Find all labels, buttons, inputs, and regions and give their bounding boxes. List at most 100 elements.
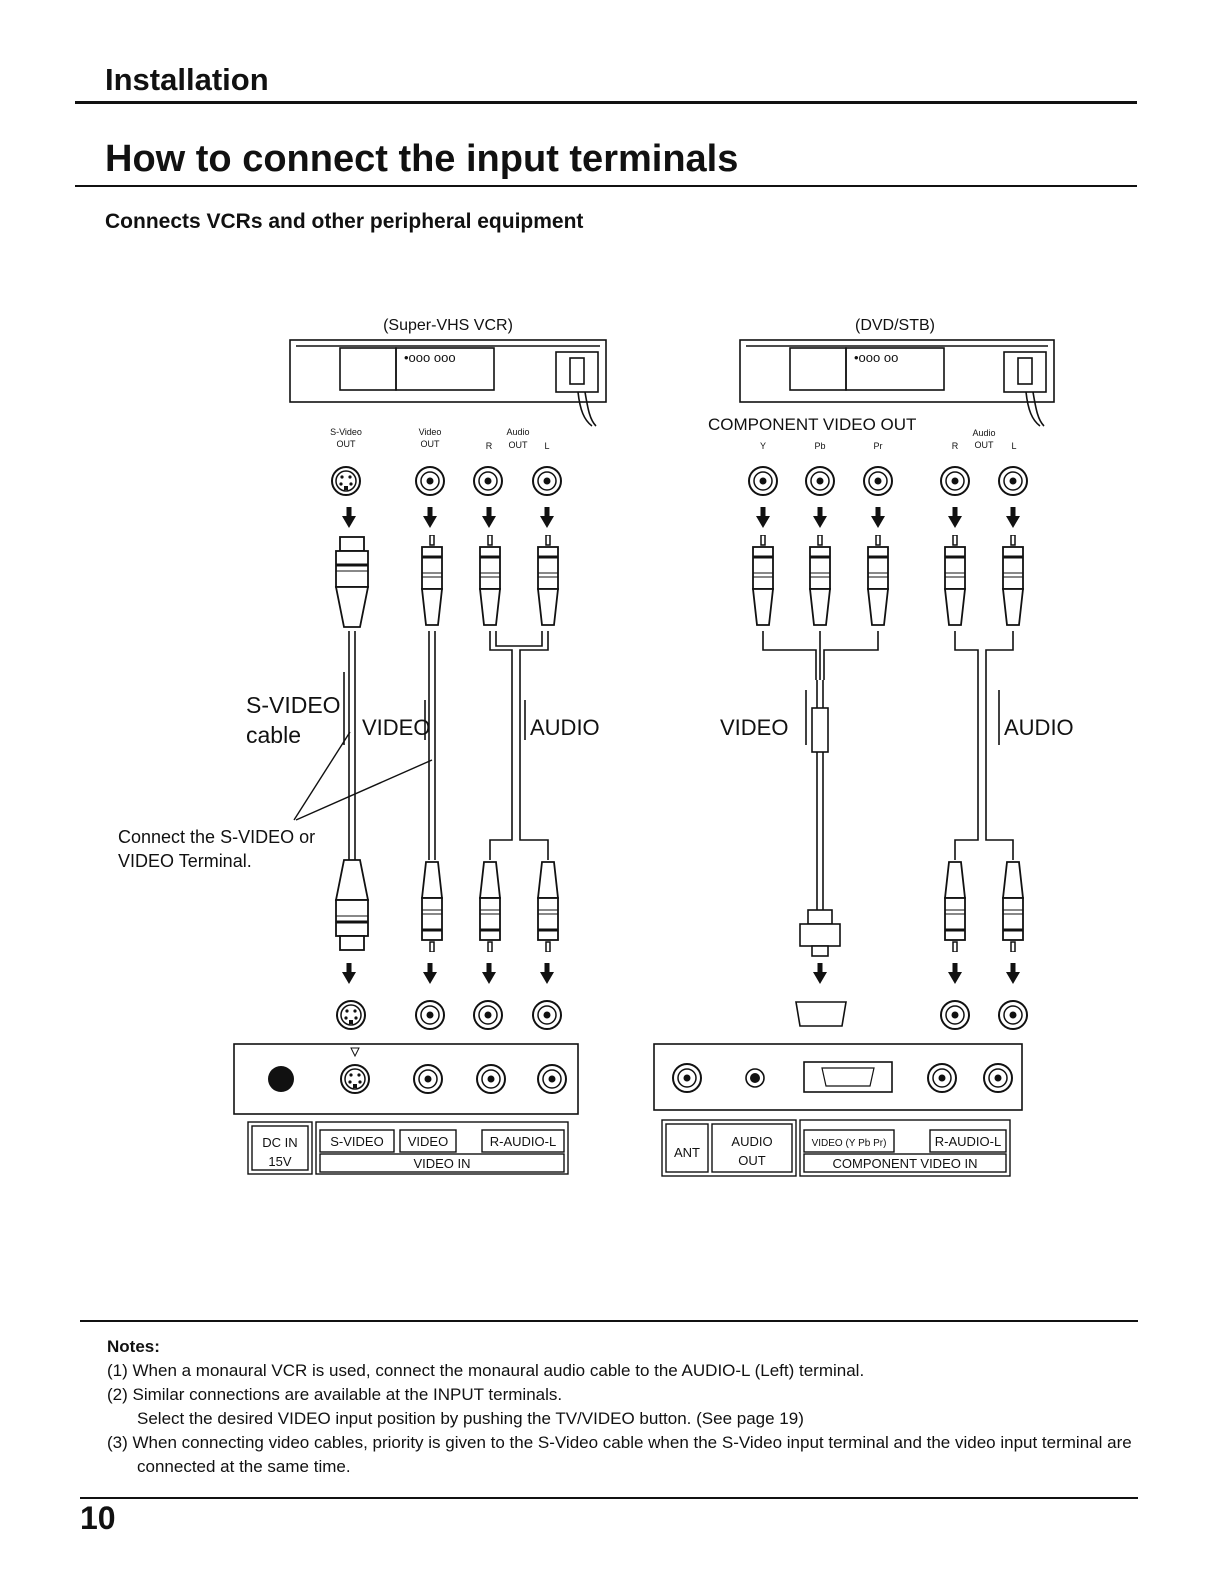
svg-text:L: L: [1011, 441, 1016, 451]
audio-out-label: AUDIO: [731, 1134, 772, 1149]
video-in-jack: [415, 1000, 445, 1030]
notes: Notes: (1) When a monaural VCR is used, …: [107, 1335, 1137, 1479]
audio-r-in-jack: [473, 1000, 503, 1030]
dvd-out-labels: Y Pb Pr Audio R OUT L: [760, 428, 1017, 451]
arrow-icons-right-top: [756, 507, 1020, 528]
left-cables: [348, 631, 549, 860]
svideo-in-jack: [336, 1000, 366, 1030]
dvd-label: (DVD/STB): [855, 317, 935, 334]
left-panel-labels: [247, 1121, 569, 1175]
y-plug: [751, 535, 775, 627]
dvd-audio-l-out-jack: [998, 466, 1028, 496]
svideo-in-label: S-VIDEO: [330, 1134, 383, 1149]
video-in-label: VIDEO: [408, 1134, 448, 1149]
audio-l-out-jack: [532, 466, 562, 496]
audio-r-plug-bottom: [478, 860, 502, 952]
audio-r-out-jack: [473, 466, 503, 496]
arrow-icons-left-top: [342, 507, 554, 528]
video-in-group-label: VIDEO IN: [413, 1156, 470, 1171]
svg-text:Audio: Audio: [972, 428, 995, 438]
ant-label: ANT: [674, 1145, 700, 1160]
audio-l-in-jack: [532, 1000, 562, 1030]
svideo-plug-bottom: [334, 858, 370, 952]
callout-lines: [293, 731, 433, 821]
audio-l-plug-top: [536, 535, 560, 627]
video-plug-bottom: [420, 860, 444, 952]
dvd-audio-r-plug-bottom: [943, 860, 967, 952]
component-in-jack: [795, 1001, 847, 1027]
title-rule: [75, 185, 1137, 187]
right-cables: [762, 631, 1014, 910]
svg-text:L: L: [544, 441, 549, 451]
svideo-cable-label: S-VIDEO: [246, 692, 341, 718]
dvd-audio-r-plug-top: [943, 535, 967, 627]
footer-rule: [80, 1497, 1138, 1499]
pb-plug: [808, 535, 832, 627]
callout-text-1: Connect the S-VIDEO or: [118, 827, 315, 847]
left-audio-label: AUDIO: [530, 715, 600, 740]
dvd-audio-l-plug-bottom: [1001, 860, 1025, 952]
right-video-label: VIDEO: [720, 715, 788, 740]
page-number: 10: [80, 1500, 116, 1536]
note-2-continued: Select the desired VIDEO input position …: [137, 1409, 804, 1428]
left-tv-panel: [233, 1043, 579, 1115]
vcr-out-labels: S-Video OUT Video OUT Audio R OUT L: [330, 427, 549, 451]
dc-voltage-label: 15V: [268, 1154, 291, 1169]
pr-out-jack: [863, 466, 893, 496]
svg-text:Y: Y: [760, 441, 766, 451]
note-2: (2) Similar connections are available at…: [107, 1385, 563, 1404]
svg-text:S-Video: S-Video: [330, 427, 362, 437]
dvd-audio-r-in-jack: [940, 1000, 970, 1030]
svg-text:OUT: OUT: [337, 439, 357, 449]
dvd-audio-r-out-jack: [940, 466, 970, 496]
section-heading: Installation: [105, 62, 269, 97]
svideo-cable-label-2: cable: [246, 722, 301, 748]
arrow-icons-left-bottom: [342, 963, 554, 984]
audio-l-plug-bottom: [536, 860, 560, 952]
svg-text:Audio: Audio: [506, 427, 529, 437]
vcr-device: [289, 339, 607, 427]
pr-plug: [866, 535, 890, 627]
right-panel-labels: [661, 1119, 1011, 1177]
arrow-icons-right-bottom: [813, 963, 1020, 984]
svg-text:OUT: OUT: [975, 440, 995, 450]
vcr-label: (Super-VHS VCR): [383, 317, 513, 334]
video-plug-top: [420, 535, 444, 627]
section-rule: [75, 101, 1137, 104]
video-out-jack: [415, 466, 445, 496]
audio-out-label-2: OUT: [738, 1153, 766, 1168]
right-audio-label: AUDIO: [1004, 715, 1074, 740]
note-1: (1) When a monaural VCR is used, connect…: [107, 1361, 865, 1380]
component-plug: [799, 909, 841, 957]
component-video-label: VIDEO (Y Pb Pr): [812, 1138, 887, 1149]
right-tv-panel: [653, 1043, 1023, 1111]
svg-text:R: R: [486, 441, 493, 451]
dvd-device: [739, 339, 1055, 427]
audio-r-plug-top: [478, 535, 502, 627]
svg-text:Pr: Pr: [874, 441, 883, 451]
vcr-jack-glyphs: •ooo ooo: [404, 350, 456, 365]
callout-text-2: VIDEO Terminal.: [118, 851, 252, 871]
note-3: (3) When connecting video cables, priori…: [107, 1433, 1132, 1476]
connection-diagram: (Super-VHS VCR) •ooo ooo S-Video OUT Vid…: [118, 317, 1074, 1177]
svg-text:Video: Video: [419, 427, 442, 437]
component-out-label: COMPONENT VIDEO OUT: [708, 415, 916, 434]
dvd-audio-l-plug-top: [1001, 535, 1025, 627]
svideo-out-jack: [331, 466, 361, 496]
pb-out-jack: [805, 466, 835, 496]
left-video-label: VIDEO: [362, 715, 430, 740]
component-group-label: COMPONENT VIDEO IN: [833, 1156, 978, 1171]
page-subtitle: Connects VCRs and other peripheral equip…: [105, 210, 584, 233]
svg-text:R: R: [952, 441, 959, 451]
svg-text:Pb: Pb: [814, 441, 825, 451]
notes-rule: [80, 1320, 1138, 1322]
component-audio-label: R-AUDIO-L: [935, 1134, 1001, 1149]
svideo-plug-top: [334, 535, 370, 629]
y-out-jack: [748, 466, 778, 496]
audio-in-label: R-AUDIO-L: [490, 1134, 556, 1149]
svg-text:OUT: OUT: [421, 439, 441, 449]
dc-in-label: DC IN: [262, 1135, 297, 1150]
dvd-jack-glyphs: •ooo oo: [854, 350, 898, 365]
page-title: How to connect the input terminals: [105, 138, 739, 180]
dvd-audio-l-in-jack: [998, 1000, 1028, 1030]
